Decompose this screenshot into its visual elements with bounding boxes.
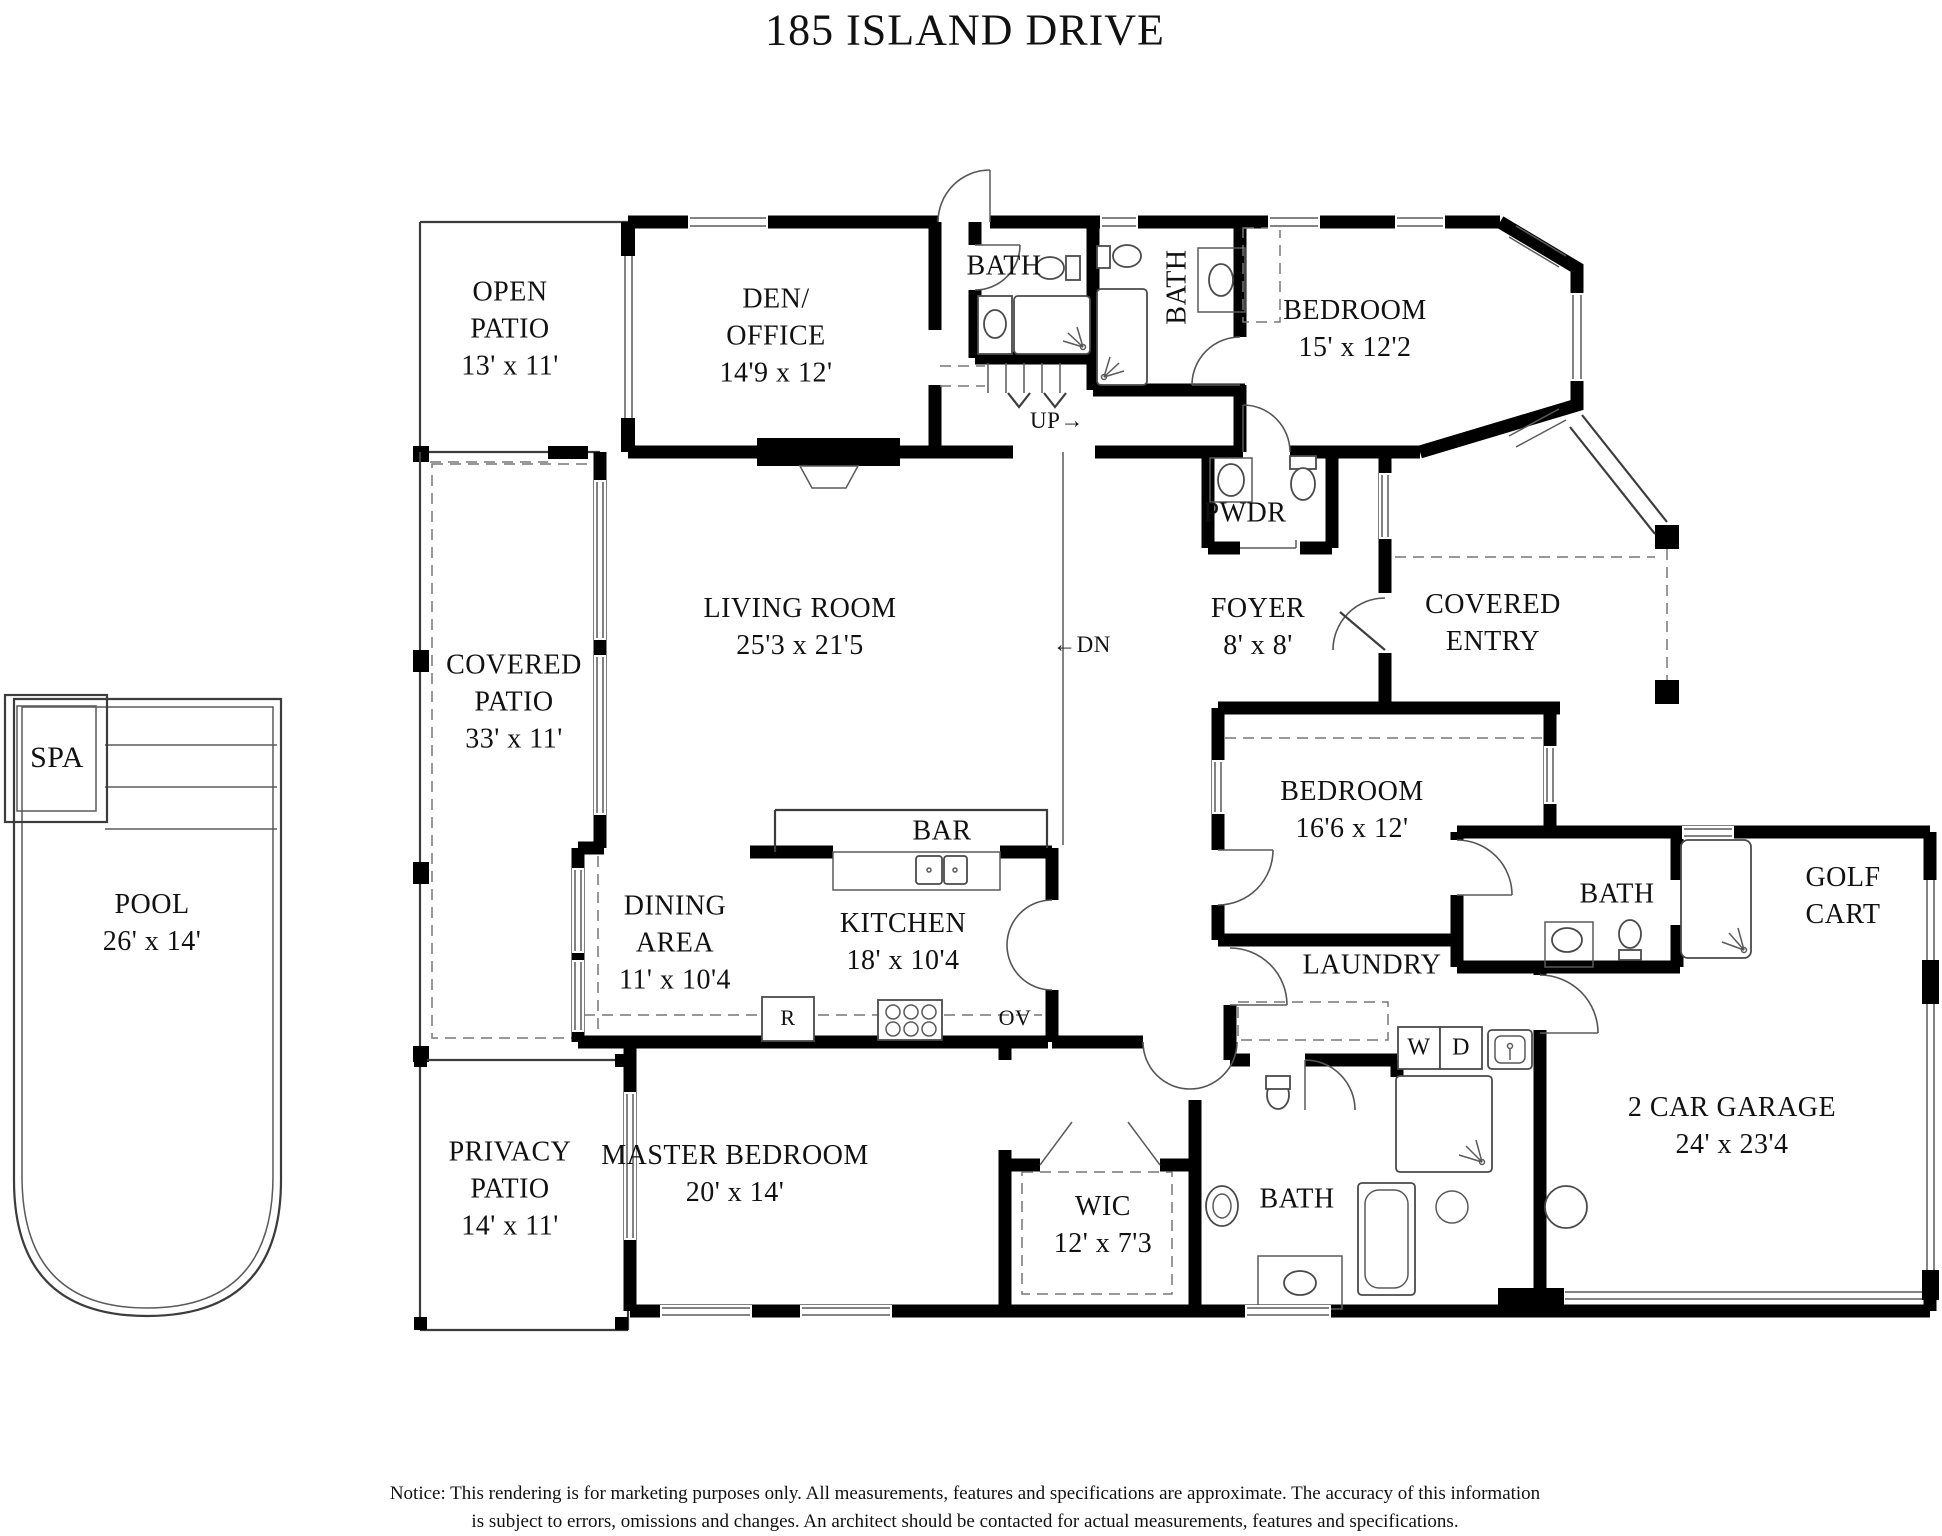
stair-chevrons (1007, 392, 1067, 409)
room-label-bath-hall: BATH (966, 250, 1042, 282)
wall-wic (1005, 1100, 1202, 1311)
stair-treads (987, 363, 1061, 393)
room-label-covered-entry: COVERED ENTRY (1425, 589, 1561, 657)
shower (1680, 839, 1752, 959)
bath2-shower (1096, 288, 1148, 386)
entry-post-se (1655, 680, 1679, 704)
bath1-shower (1013, 295, 1091, 355)
kitchen-swing-doors (1006, 899, 1053, 991)
pwdr-counter (1209, 457, 1253, 503)
wic-doors (1039, 1121, 1161, 1166)
front-door (1339, 611, 1386, 651)
kitchen-counter (832, 851, 1001, 891)
garage-door (1565, 1291, 1925, 1300)
oven-marker: OV (998, 1005, 1032, 1030)
bathtub (1357, 1182, 1416, 1296)
range-marker: R (780, 1005, 796, 1030)
bath3-toilet (1618, 919, 1642, 949)
privacy-patio-outline (418, 1058, 630, 1332)
pool-outline (12, 697, 283, 1318)
room-label-spa: SPA (30, 741, 84, 775)
vanity-sink (1283, 1270, 1317, 1296)
room-label-bath-ensuite: BATH (1161, 249, 1193, 325)
bath2-toilet (1112, 244, 1142, 268)
room-label-bath-guest: BATH (1579, 878, 1655, 910)
pedestal-sink (1205, 1185, 1239, 1227)
bath2-counter (1197, 247, 1246, 313)
washer (1397, 1026, 1441, 1070)
refrigerator (761, 996, 815, 1042)
spa-outline (3, 693, 109, 824)
room-label-laundry: LAUNDRY (1302, 949, 1442, 981)
fireplace (757, 438, 900, 466)
wall-bath1 (968, 222, 1093, 365)
pwdr-toilet (1289, 455, 1317, 470)
wall-pwdr (1201, 452, 1339, 555)
dryer-marker: D (1452, 1034, 1470, 1061)
covered-entry-dashed (1395, 549, 1668, 680)
garage-step (1498, 1288, 1564, 1313)
stairs-up-marker: UP→ (1030, 408, 1084, 433)
master-double-doors (1142, 1041, 1238, 1090)
open-patio-den-window (624, 256, 633, 418)
entry-post-ne (1655, 525, 1679, 549)
room-label-golf-cart: GOLF CART (1805, 862, 1881, 930)
plan-title: 185 ISLAND DRIVE (765, 5, 1165, 55)
wall-bath2 (1086, 222, 1245, 397)
bath1-toilet (1035, 256, 1065, 280)
wall-laundry-south (1230, 1053, 1404, 1077)
bedroom1-closet (1242, 227, 1281, 323)
notice-line2: is subject to errors, omissions and chan… (471, 1511, 1459, 1532)
laundry-counter (1237, 1001, 1389, 1041)
bath3-counter (1544, 921, 1594, 968)
pool-steps (105, 744, 277, 830)
kitchen-sink (915, 855, 943, 885)
room-label-bar: BAR (912, 815, 972, 847)
wic-dashed (1021, 1171, 1173, 1295)
dryer (1439, 1026, 1483, 1070)
stairs-dn-marker: ←DN (1053, 632, 1111, 657)
room-label-master-bath: BATH (1259, 1183, 1335, 1215)
washer-marker: W (1407, 1034, 1431, 1061)
entry-walkway (1569, 414, 1668, 535)
room-label-pwdr: PWDR (1203, 497, 1287, 529)
water-heater (1544, 1185, 1588, 1229)
notice-line1: Notice: This rendering is for marketing … (389, 1483, 1541, 1504)
bar-counter (773, 808, 1049, 852)
